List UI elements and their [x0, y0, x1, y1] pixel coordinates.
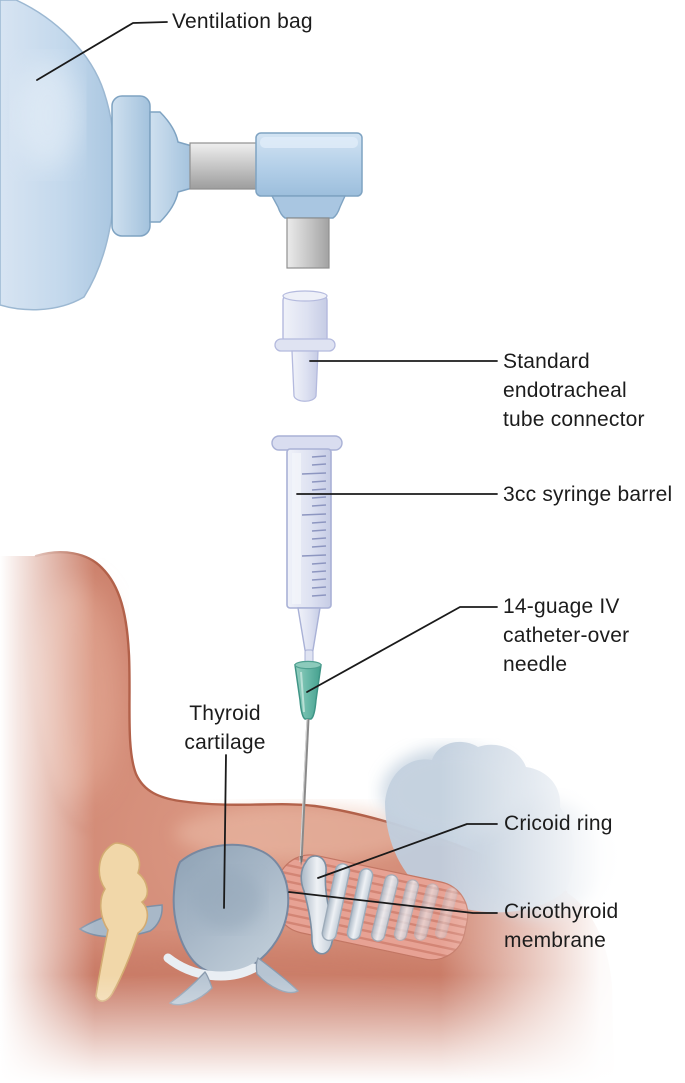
- label-cricothyroid-membrane: Cricothyroid membrane: [504, 900, 619, 952]
- bag-collar-large: [111, 95, 151, 237]
- tracheal-rings: [321, 863, 458, 942]
- leader-thyroid-cartilage: [223, 754, 227, 909]
- et-tube-connector-illustration: [274, 290, 336, 402]
- label-ventilation-bag: Ventilation bag: [172, 10, 313, 33]
- needle: [299, 718, 310, 863]
- leader-ventilation-bag: [36, 21, 168, 81]
- ventilation-bag-illustration: [0, 0, 193, 311]
- connector-tube-vertical: [286, 217, 330, 269]
- label-catheter: 14-guage IV catheter-over needle: [503, 595, 630, 676]
- leader-cricoid-ring: [317, 823, 498, 879]
- syringe-graduations: [301, 455, 327, 597]
- connector-tube-horizontal: [189, 142, 261, 190]
- elbow-connector-illustration: [189, 132, 363, 269]
- label-thyroid-cartilage: Thyroid cartilage: [184, 702, 266, 754]
- label-cricoid-ring: Cricoid ring: [504, 812, 613, 835]
- neck-anatomy-illustration: [0, 540, 685, 1083]
- label-et-connector: Standard endotracheal tube connector: [503, 350, 645, 431]
- leader-catheter: [306, 606, 498, 693]
- elbow-step: [270, 195, 347, 219]
- leader-cricothyroid-membrane: [288, 891, 498, 914]
- label-syringe-barrel: 3cc syringe barrel: [503, 483, 673, 506]
- syringe-barrel-illustration: [271, 435, 343, 664]
- leader-lines: [36, 21, 498, 914]
- bag-collar-small: [149, 111, 193, 223]
